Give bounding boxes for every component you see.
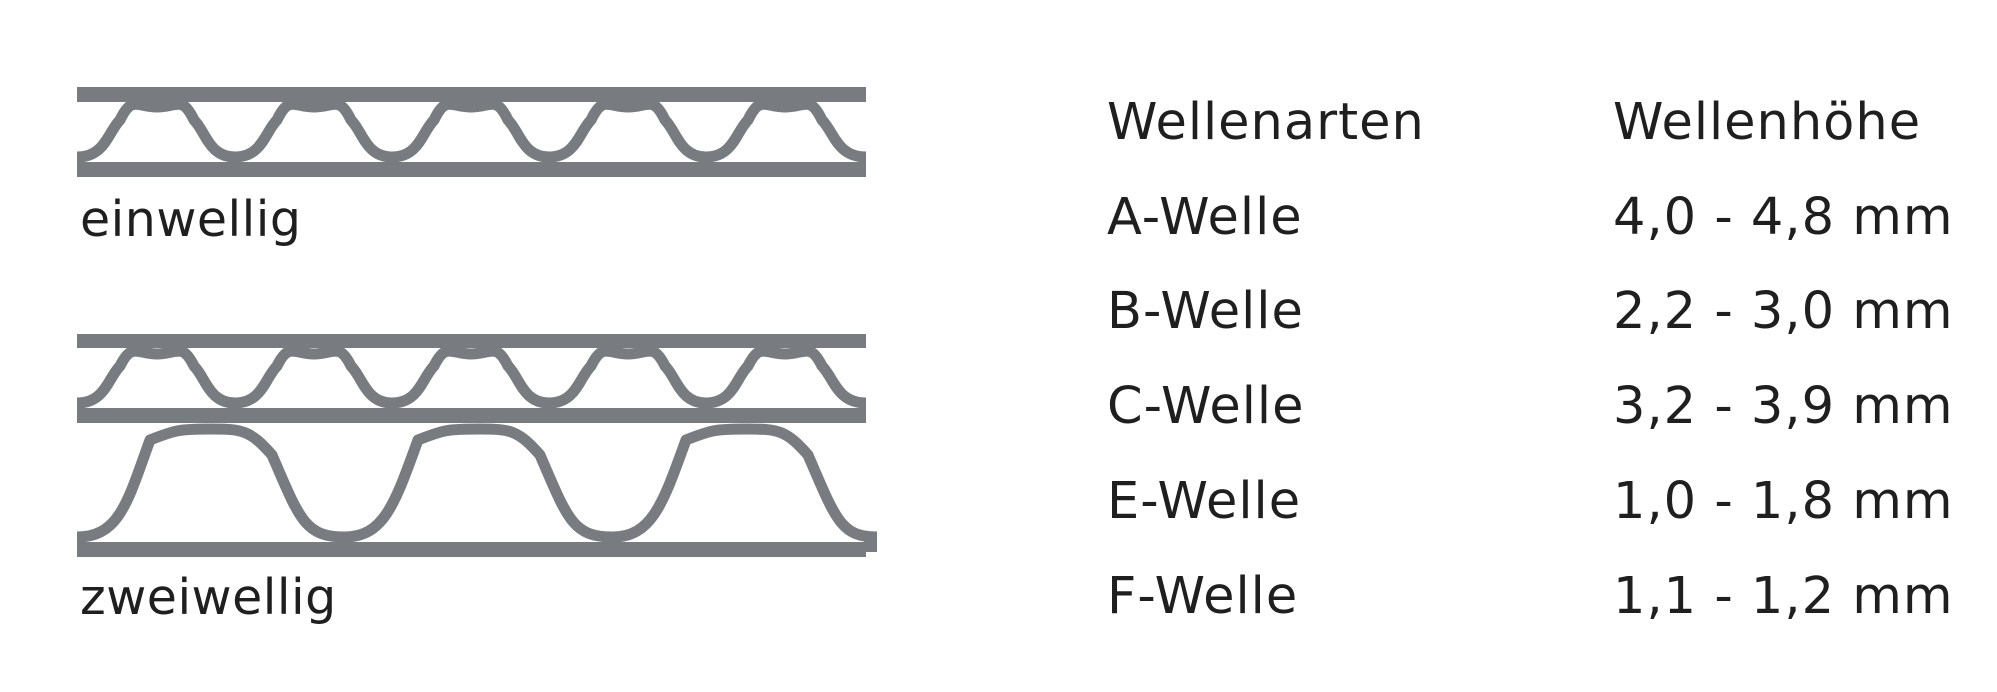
table-row-height: 2,2 - 3,0 mm bbox=[1613, 282, 1954, 341]
header-flute-height: Wellenhöhe bbox=[1613, 93, 1922, 152]
double-wall-flute-tail bbox=[864, 537, 877, 552]
single-wall-flute bbox=[76, 98, 867, 163]
double-wall-upper-flute bbox=[76, 345, 867, 409]
table-row-height: 3,2 - 3,9 mm bbox=[1613, 377, 1954, 436]
table-row-height: 4,0 - 4,8 mm bbox=[1613, 188, 1954, 247]
double-wall-lower-flute bbox=[76, 423, 878, 543]
double-wall-bottom-liner bbox=[77, 542, 866, 557]
table-row-type: A-Welle bbox=[1107, 188, 1303, 247]
double-wall-label: zweiwellig bbox=[80, 569, 337, 626]
double-wall-top-liner bbox=[77, 334, 866, 348]
table-row-height: 1,1 - 1,2 mm bbox=[1613, 567, 1954, 626]
double-wall-board-diagram bbox=[76, 334, 878, 557]
header-flute-type: Wellenarten bbox=[1107, 93, 1425, 152]
single-wall-bottom-liner bbox=[77, 162, 866, 177]
single-wall-top-liner bbox=[77, 87, 866, 102]
table-row-type: B-Welle bbox=[1107, 282, 1304, 341]
table-row-type: F-Welle bbox=[1107, 567, 1299, 626]
table-row-type: C-Welle bbox=[1107, 377, 1305, 436]
double-wall-middle-liner bbox=[77, 408, 866, 423]
single-wall-board-diagram bbox=[76, 87, 867, 177]
single-wall-label: einwellig bbox=[80, 191, 302, 248]
table-row-type: E-Welle bbox=[1107, 472, 1302, 531]
table-row-height: 1,0 - 1,8 mm bbox=[1613, 472, 1954, 531]
